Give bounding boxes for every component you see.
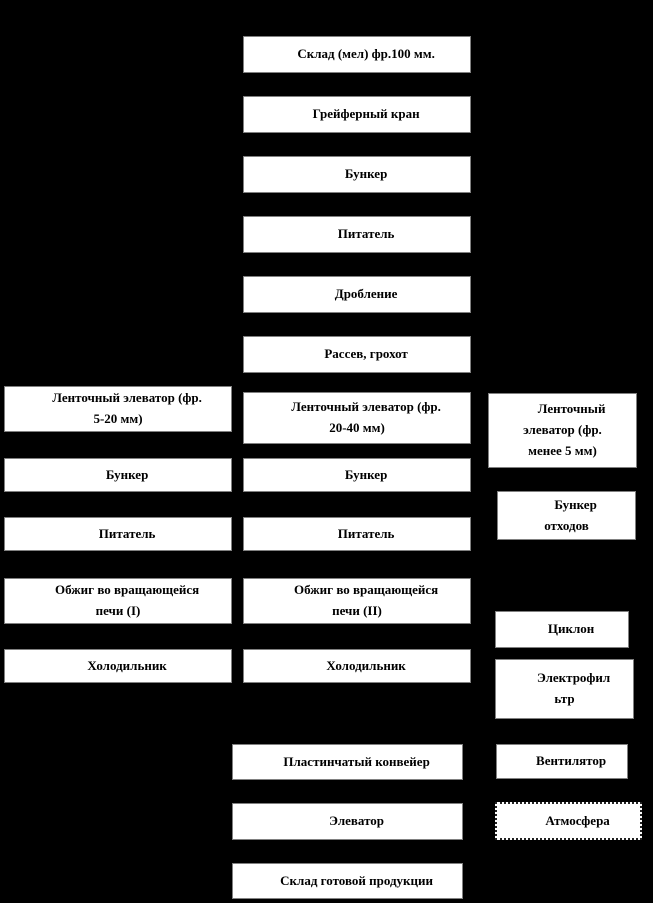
node-lentochny-elevator-5-20: Ленточный элеватор (фр. 5-20 мм): [4, 386, 232, 432]
node-greyferny-kran: Грейферный кран: [243, 96, 471, 133]
node-pitatel-left: Питатель: [4, 517, 232, 551]
node-atmosfera: Атмосфера: [495, 802, 642, 840]
node-plastinchaty-konveyer: Пластинчатый конвейер: [232, 744, 463, 780]
node-elektrofiltr: Электрофил ьтр: [495, 659, 634, 719]
node-droblenie: Дробление: [243, 276, 471, 313]
node-elevator: Элеватор: [232, 803, 463, 840]
node-lentochny-elevator-20-40: Ленточный элеватор (фр. 20-40 мм): [243, 392, 471, 444]
node-lentochny-elevator-menee-5: Ленточный элеватор (фр. менее 5 мм): [488, 393, 637, 468]
node-sklad-mel: Склад (мел) фр.100 мм.: [243, 36, 471, 73]
node-bunker-main: Бункер: [243, 156, 471, 193]
node-pitatel-main: Питатель: [243, 216, 471, 253]
node-bunker-left: Бункер: [4, 458, 232, 492]
node-kholodilnik-mid: Холодильник: [243, 649, 471, 683]
node-pitatel-mid: Питатель: [243, 517, 471, 551]
node-ventilyator: Вентилятор: [496, 744, 628, 779]
node-obzhig-pech-1: Обжиг во вращающейся печи (I): [4, 578, 232, 624]
node-kholodilnik-left: Холодильник: [4, 649, 232, 683]
node-rassev-grohot: Рассев, грохот: [243, 336, 471, 373]
node-obzhig-pech-2: Обжиг во вращающейся печи (II): [243, 578, 471, 624]
node-bunker-mid: Бункер: [243, 458, 471, 492]
node-tsiklon: Циклон: [495, 611, 629, 648]
node-sklad-gotovoy-produkcii: Склад готовой продукции: [232, 863, 463, 899]
node-bunker-othodov: Бункер отходов: [497, 491, 636, 540]
